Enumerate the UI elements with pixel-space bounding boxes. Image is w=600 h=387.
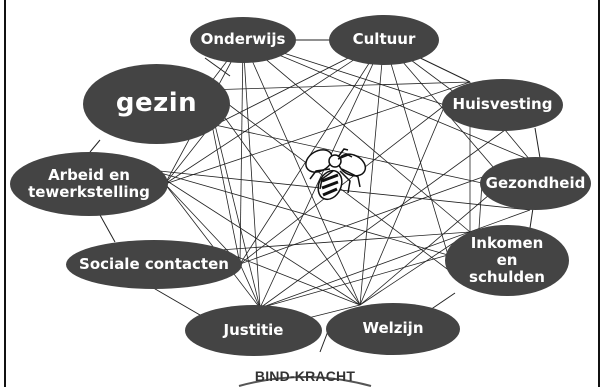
- logo-text: BIND-KRACHT: [254, 368, 356, 384]
- node-welzijn: Welzijn: [326, 303, 460, 355]
- node-huisvesting: Huisvesting: [442, 79, 563, 131]
- connection-line: [359, 104, 446, 306]
- bee-icon: [305, 148, 367, 201]
- ring-line: [411, 53, 471, 83]
- connection-line: [219, 231, 471, 251]
- connection-line: [239, 39, 244, 265]
- node-onderwijs: Onderwijs: [190, 17, 296, 63]
- ring-line: [99, 214, 116, 243]
- frame-border-right: [598, 0, 600, 387]
- connection-line: [359, 39, 385, 306]
- node-arbeid-en-tewerkstelling: Arbeid en tewerkstelling: [10, 152, 168, 216]
- connection-line: [259, 254, 449, 309]
- node-gezondheid: Gezondheid: [480, 157, 591, 210]
- node-sociale-contacten: Sociale contacten: [66, 240, 242, 289]
- ring-line: [204, 57, 231, 77]
- connection-line: [204, 89, 361, 306]
- ring-line: [89, 139, 101, 153]
- connection-line: [219, 249, 361, 306]
- connection-line: [239, 263, 261, 309]
- connection-line: [149, 169, 361, 306]
- connection-line: [242, 39, 361, 306]
- connection-line: [204, 81, 471, 91]
- node-gezin: gezin: [83, 64, 230, 144]
- connection-line: [383, 39, 449, 256]
- connection-line: [259, 39, 385, 309]
- connection-line: [504, 129, 531, 161]
- ring-line: [429, 292, 456, 311]
- ring-line: [529, 207, 534, 229]
- node-cultuur: Cultuur: [329, 15, 439, 65]
- connection-line: [242, 39, 261, 309]
- node-justitie: Justitie: [185, 305, 322, 356]
- connection-line: [259, 129, 506, 309]
- connection-line: [242, 39, 531, 161]
- frame-border-left: [4, 0, 6, 387]
- connection-line: [164, 81, 471, 185]
- ring-line: [149, 285, 201, 316]
- connection-line: [214, 124, 261, 309]
- connection-line: [239, 39, 385, 265]
- connection-line: [149, 169, 449, 256]
- connection-line: [164, 39, 385, 185]
- node-inkomen-en-schulden: Inkomen en schulden: [445, 225, 569, 296]
- bind-kracht-logo: BIND-KRACHT: [237, 366, 373, 387]
- logo-swoosh-icon: [238, 376, 372, 387]
- connection-line: [239, 104, 446, 265]
- ring-line: [534, 127, 541, 159]
